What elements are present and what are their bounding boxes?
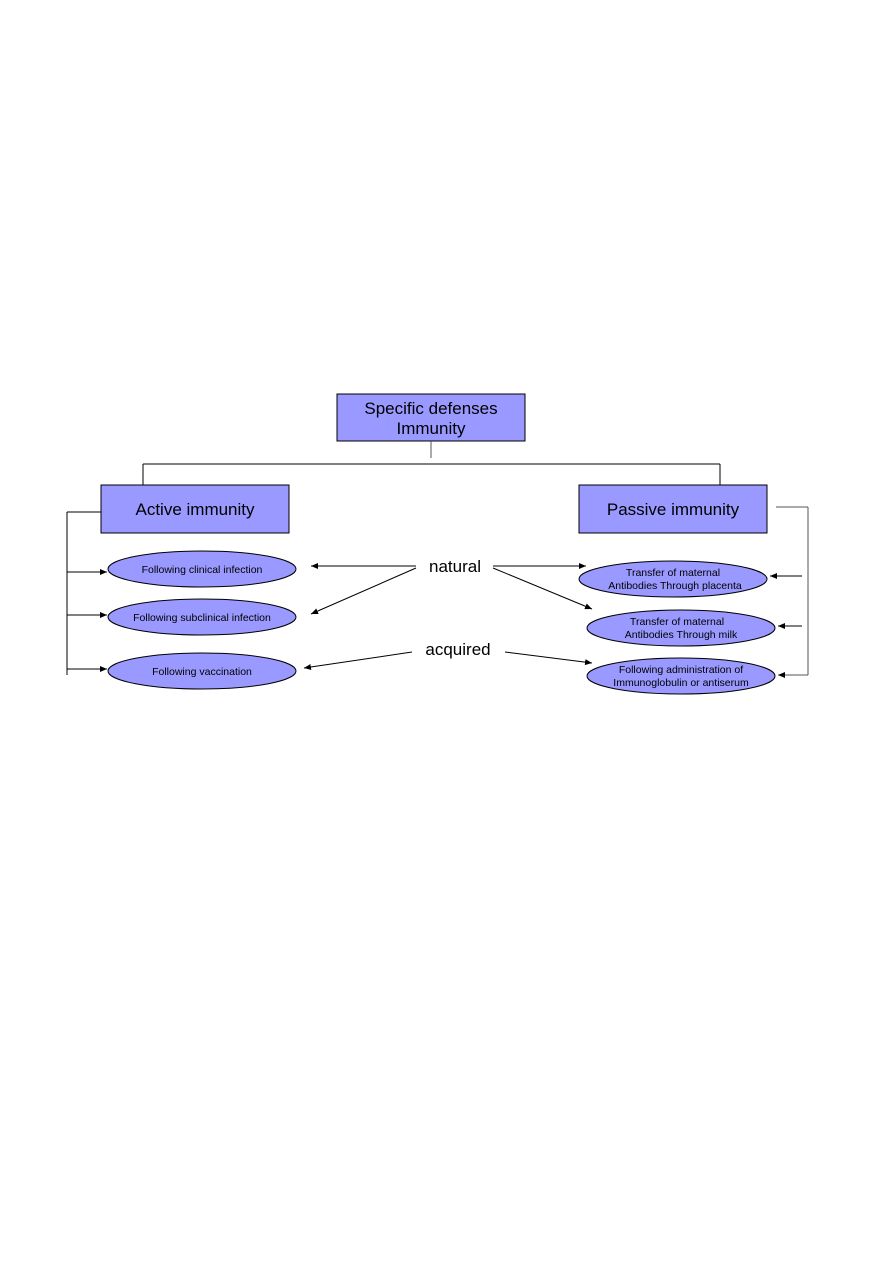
- active-item-subclinical: Following subclinical infection: [107, 598, 297, 636]
- tree-connectors: [142, 441, 721, 485]
- passive-item-milk: Transfer of maternal Antibodies Through …: [586, 609, 776, 647]
- active-item-vaccination: Following vaccination: [107, 652, 297, 690]
- passive-item-milk-line1: Transfer of maternal: [630, 616, 724, 628]
- passive-item-placenta: Transfer of maternal Antibodies Through …: [578, 560, 768, 598]
- active-item-clinical-label: Following clinical infection: [142, 564, 263, 576]
- active-item-clinical: Following clinical infection: [107, 550, 297, 588]
- passive-item-placenta-line1: Transfer of maternal: [626, 567, 720, 579]
- acquired-label: acquired: [425, 640, 490, 659]
- acquired-arrows: [303, 651, 593, 670]
- passive-item-milk-line2: Antibodies Through milk: [625, 629, 738, 641]
- active-item-vaccination-label: Following vaccination: [152, 666, 252, 678]
- passive-bracket: [770, 506, 809, 678]
- natural-label: natural: [429, 557, 481, 576]
- active-item-subclinical-label: Following subclinical infection: [133, 612, 271, 624]
- passive-item-immunoglobulin-line2: Immunoglobulin or antiserum: [613, 677, 749, 689]
- passive-immunity-label: Passive immunity: [607, 500, 740, 519]
- passive-item-immunoglobulin-line1: Following administration of: [619, 664, 743, 676]
- root-title-line2: Immunity: [397, 419, 466, 438]
- active-immunity-label: Active immunity: [135, 500, 255, 519]
- root-node: Specific defenses Immunity: [336, 393, 526, 442]
- passive-item-placenta-line2: Antibodies Through placenta: [608, 580, 742, 592]
- passive-immunity-node: Passive immunity: [578, 484, 768, 534]
- active-immunity-node: Active immunity: [100, 484, 290, 534]
- natural-arrows: [310, 563, 593, 615]
- active-bracket: [66, 511, 107, 675]
- root-title-line1: Specific defenses: [364, 399, 497, 418]
- passive-item-immunoglobulin: Following administration of Immunoglobul…: [586, 657, 776, 695]
